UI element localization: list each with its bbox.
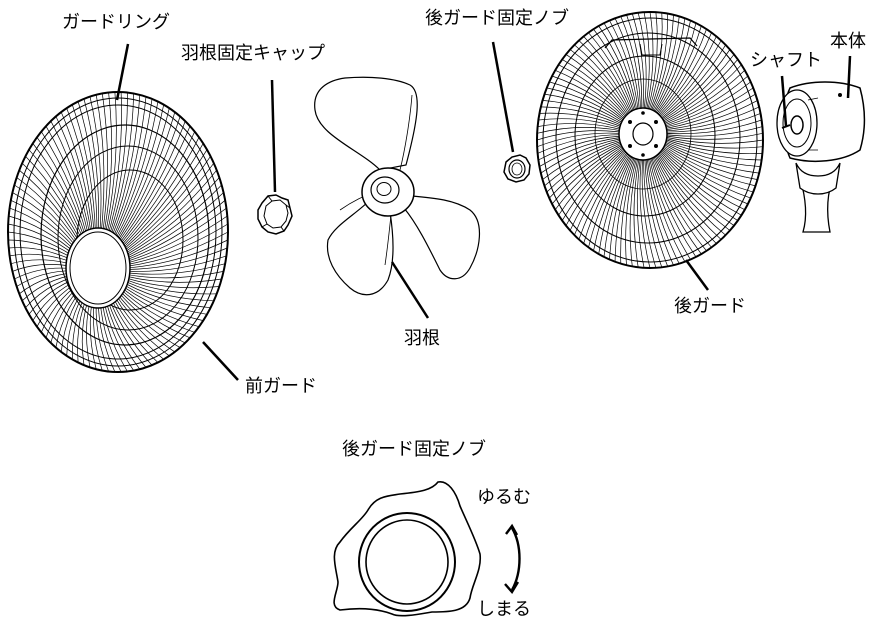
label-shaft: シャフト bbox=[750, 50, 822, 71]
front-guard-drawing bbox=[7, 91, 229, 373]
knob-detail-drawing bbox=[333, 481, 521, 617]
leader-cap bbox=[270, 79, 277, 193]
leader-front-guard bbox=[202, 341, 239, 381]
label-rear-guard: 後ガード bbox=[674, 296, 746, 317]
label-cap: 羽根固定キャップ bbox=[181, 43, 325, 64]
leader-shaft bbox=[780, 75, 788, 127]
leader-rear-knob bbox=[491, 41, 515, 153]
label-rear-knob: 後ガード固定ノブ bbox=[425, 8, 569, 29]
label-tighten: しまる bbox=[477, 599, 531, 620]
label-blade: 羽根 bbox=[404, 328, 440, 349]
label-front-guard: 前ガード bbox=[245, 376, 317, 397]
label-body: 本体 bbox=[830, 31, 866, 52]
leader-body bbox=[846, 55, 852, 99]
guard-wire bbox=[652, 119, 762, 135]
leader-guard-ring bbox=[115, 43, 130, 101]
motor-body-drawing bbox=[776, 81, 866, 233]
guard-wire bbox=[652, 132, 763, 140]
guard-wire bbox=[614, 143, 641, 262]
detail-title: 後ガード固定ノブ bbox=[342, 439, 486, 460]
rear-guard-drawing bbox=[536, 11, 764, 269]
blade-cap-drawing bbox=[257, 194, 293, 235]
rear-knob-drawing bbox=[503, 154, 531, 183]
leader-blade bbox=[390, 261, 430, 319]
blade-drawing bbox=[314, 76, 481, 296]
label-guard-ring: ガードリング bbox=[62, 12, 170, 33]
label-loosen: ゆるむ bbox=[477, 487, 531, 508]
leader-rear-guard bbox=[684, 259, 710, 291]
